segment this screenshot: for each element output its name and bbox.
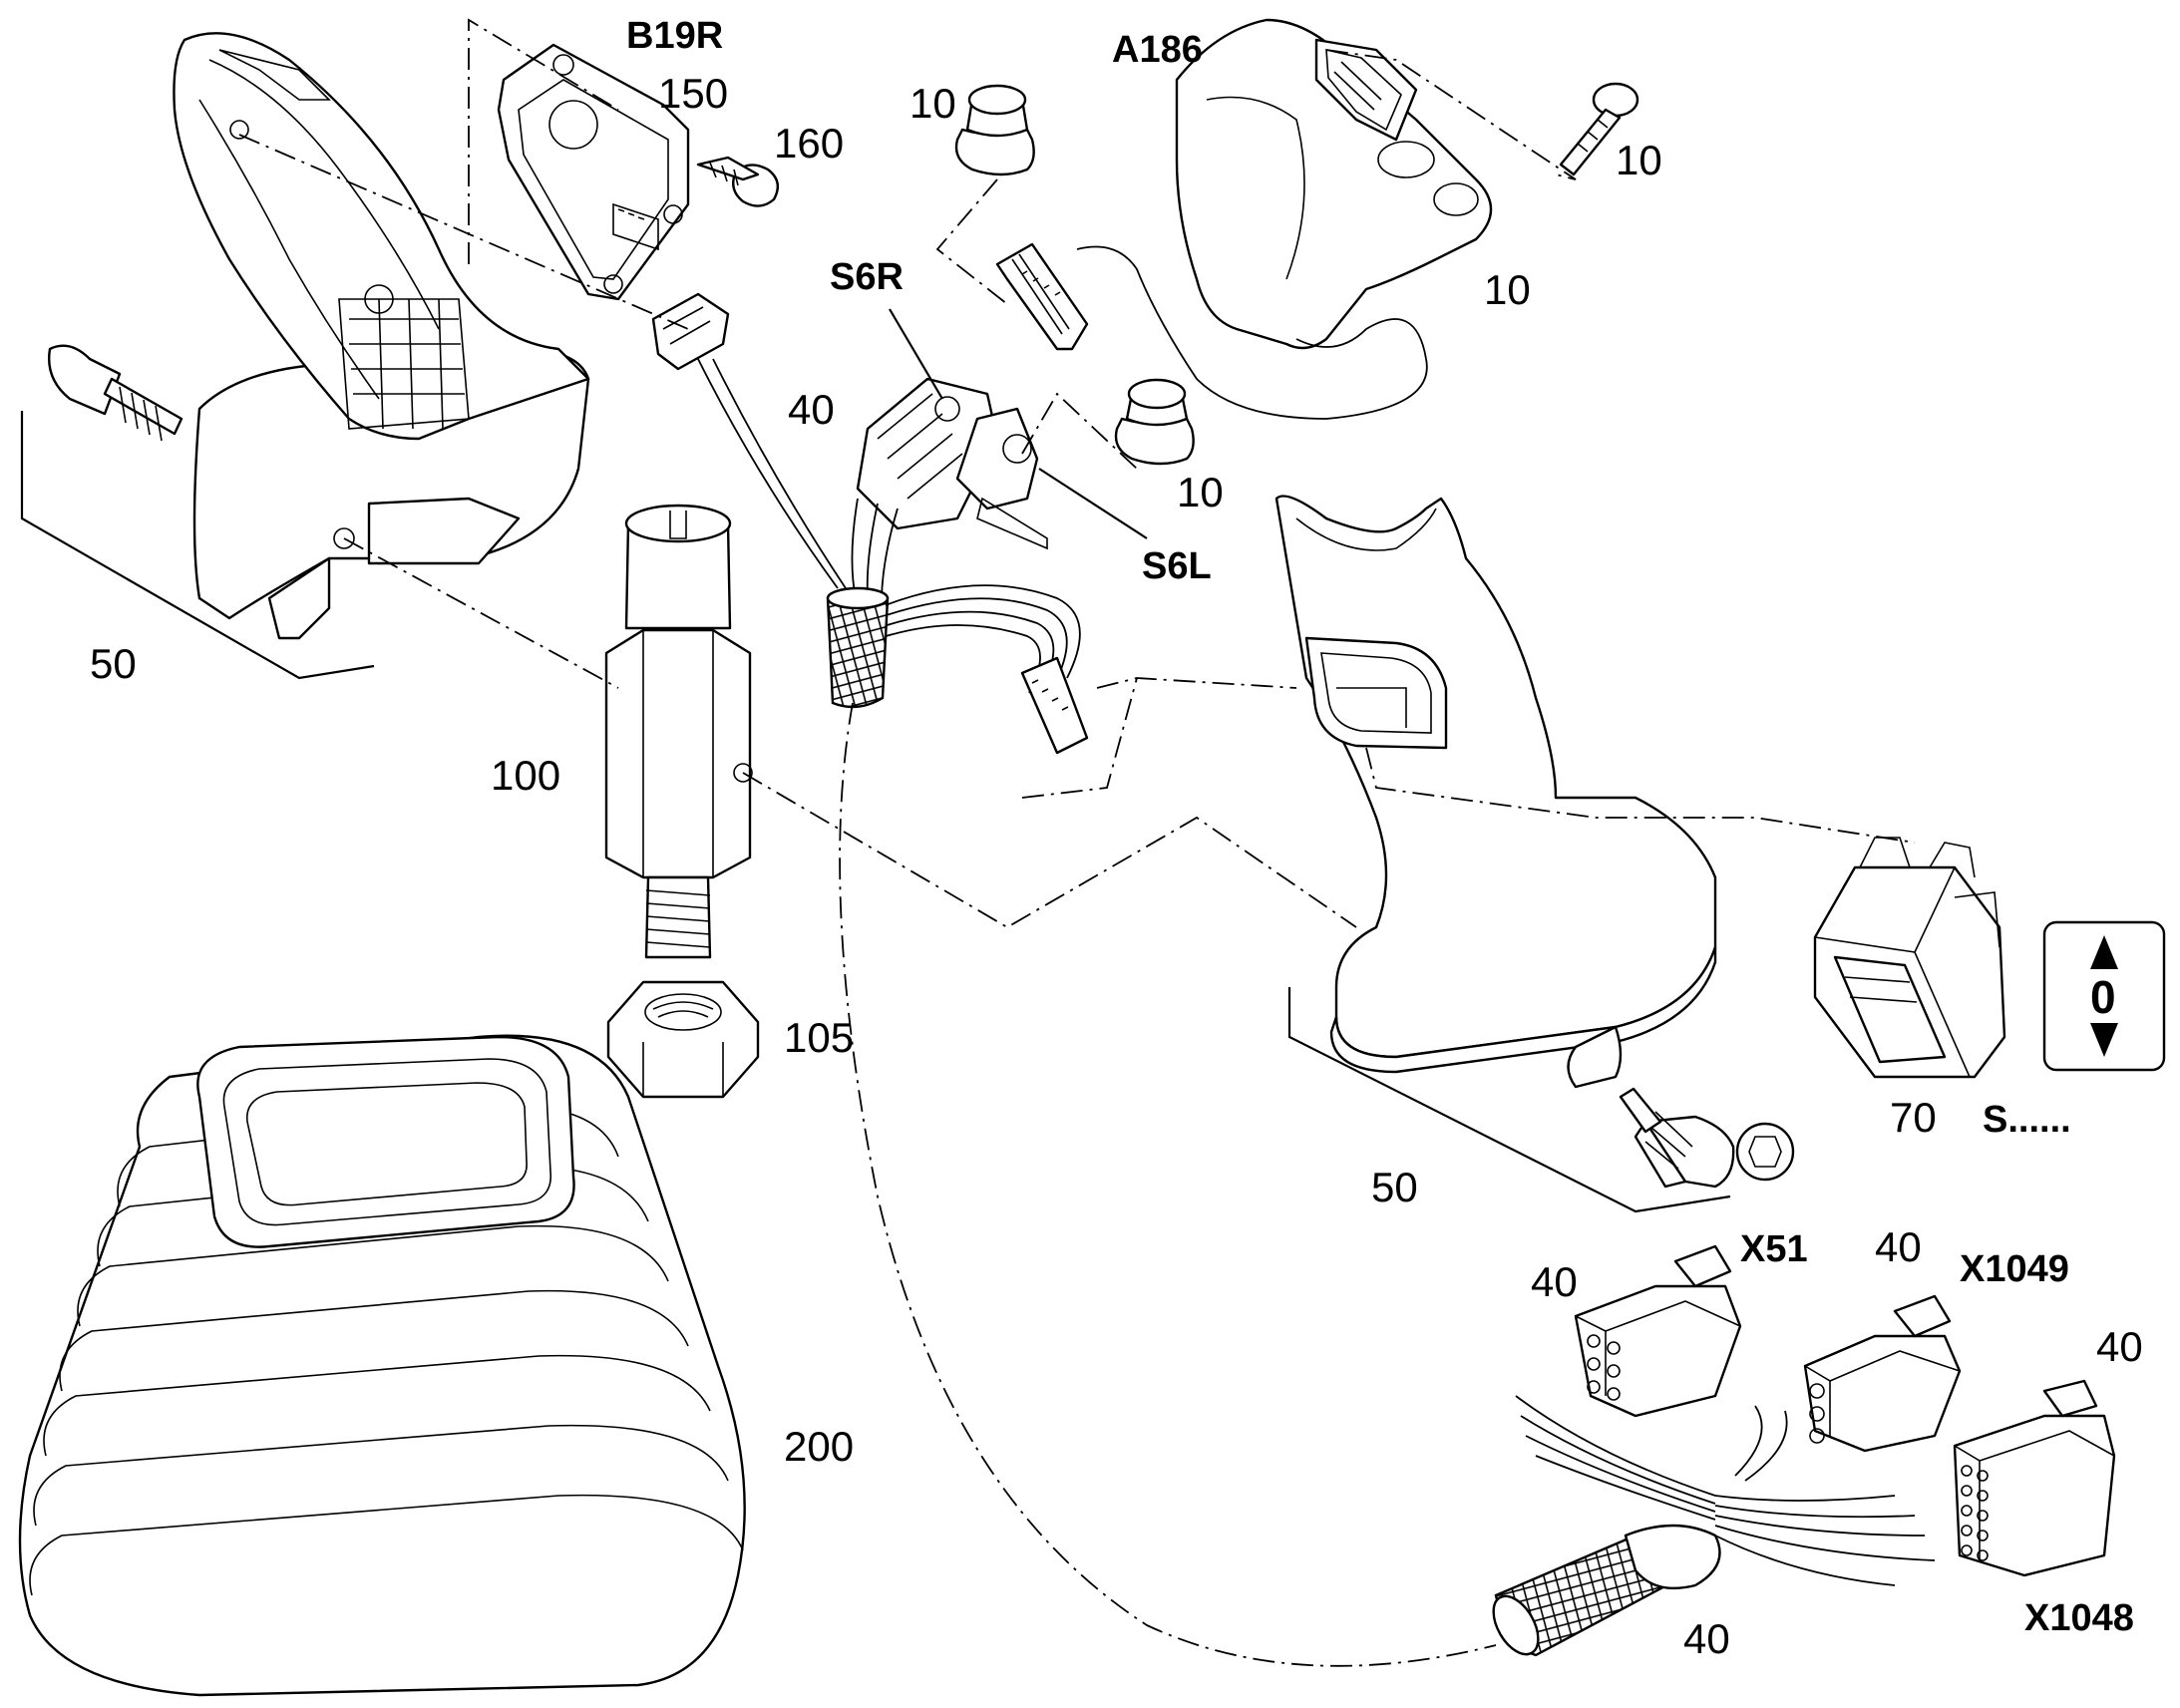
a186-connector xyxy=(995,242,1089,351)
callout-10-cap-mid: 10 xyxy=(1177,469,1224,515)
rocker-switch-70 xyxy=(1813,837,2006,1079)
switch-zero-symbol: 0 xyxy=(2090,971,2116,1023)
callout-10-module: 10 xyxy=(1484,266,1531,313)
switch-block-s6 xyxy=(856,377,1048,550)
callout-150: 150 xyxy=(658,70,728,117)
arrow-up-icon xyxy=(2090,935,2118,969)
left-handle-shell xyxy=(173,32,590,640)
left-bolt xyxy=(48,344,183,442)
callout-50-right: 50 xyxy=(1371,1164,1418,1210)
arrow-down-icon xyxy=(2090,1023,2118,1057)
screw-160 xyxy=(696,156,780,207)
connector-x1048 xyxy=(1953,1379,2116,1577)
connector-x51 xyxy=(1574,1244,1742,1418)
screw-10-top-right xyxy=(1559,82,1639,176)
callout-160: 160 xyxy=(774,120,844,167)
callout-s-dots: S...... xyxy=(1983,1099,2071,1141)
button-cap-middle xyxy=(1114,378,1195,466)
rocker-symbol-box: 0 xyxy=(2042,920,2166,1072)
threaded-stud xyxy=(604,504,753,959)
assembly-leader-lines xyxy=(238,18,1916,1667)
callout-40-harness-lower: 40 xyxy=(1683,1615,1730,1662)
callout-10-cap-top: 10 xyxy=(909,80,956,127)
callout-40-harness: 40 xyxy=(788,386,835,433)
right-handle-shell xyxy=(1274,495,1717,1089)
connector-plug-top xyxy=(651,292,730,371)
callout-40-x1048: 40 xyxy=(2096,1323,2143,1370)
callout-105: 105 xyxy=(784,1014,854,1061)
rubber-boot xyxy=(18,1034,746,1697)
callout-x1048: X1048 xyxy=(2024,1597,2134,1639)
callout-s6l: S6L xyxy=(1142,545,1212,587)
callout-x1049: X1049 xyxy=(1960,1248,2069,1290)
callout-50-left: 50 xyxy=(90,640,137,687)
callout-200: 200 xyxy=(784,1423,854,1470)
callout-10-screw: 10 xyxy=(1616,137,1662,183)
callout-100: 100 xyxy=(491,752,560,799)
right-bolt xyxy=(1619,1087,1795,1189)
callout-b19r: B19R xyxy=(626,15,723,57)
connector-x1049 xyxy=(1803,1294,1962,1453)
callout-s6r: S6R xyxy=(830,256,904,298)
button-cap-top xyxy=(954,84,1035,176)
callout-x51: X51 xyxy=(1740,1228,1808,1270)
b19r-sensor-module xyxy=(497,43,690,301)
harness-end-connector xyxy=(1020,656,1089,755)
a186-module xyxy=(1076,18,1493,420)
callout-70: 70 xyxy=(1890,1094,1937,1141)
wire-harness-lower xyxy=(1492,1395,1936,1657)
right-bracket-outline xyxy=(1287,987,1731,1213)
left-bracket-outline xyxy=(20,411,375,680)
hex-nut xyxy=(606,980,760,1099)
callout-40-x1049: 40 xyxy=(1875,1223,1922,1270)
callout-a186: A186 xyxy=(1112,29,1203,71)
wire-harness-upper xyxy=(697,358,1081,709)
callout-40-x51: 40 xyxy=(1531,1258,1578,1305)
